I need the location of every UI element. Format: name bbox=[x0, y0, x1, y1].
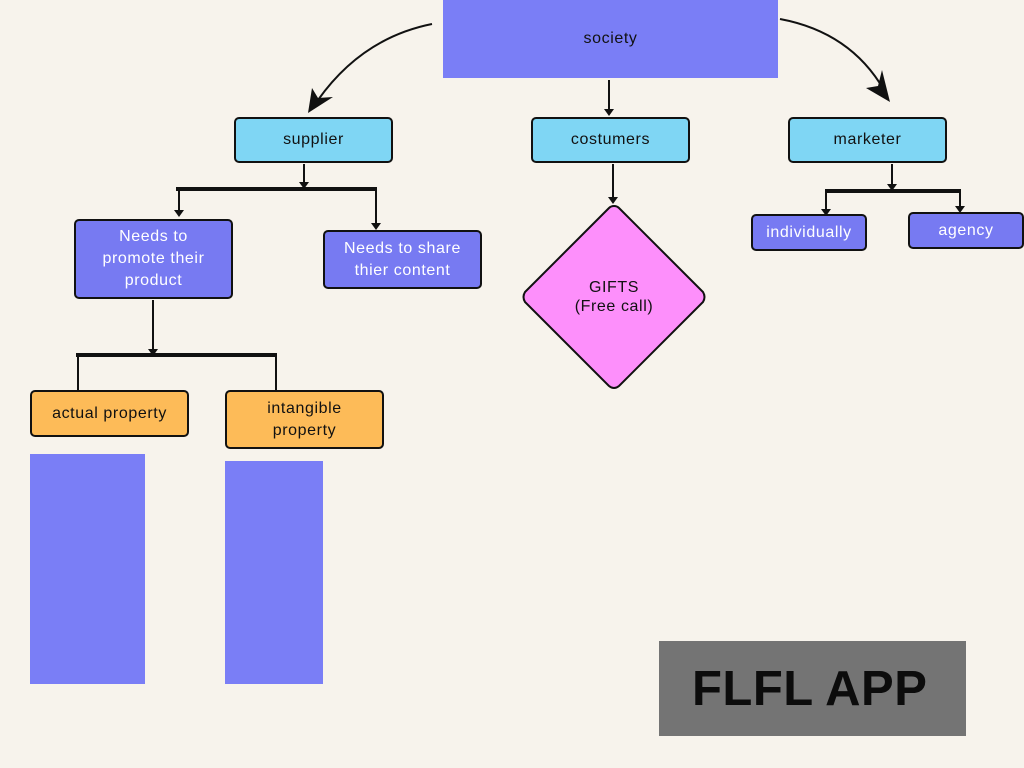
supplier-node: supplier bbox=[234, 117, 393, 163]
arrowhead-promote-stem bbox=[148, 349, 158, 356]
arrowhead-to-promote bbox=[174, 210, 184, 217]
arrowhead-to-individually bbox=[821, 209, 831, 216]
individually-node: individually bbox=[751, 214, 867, 251]
arrowhead-supplier-stem bbox=[299, 182, 309, 189]
arrowhead-marketer-stem bbox=[887, 184, 897, 191]
gifts-decision-node: GIFTS (Free call) bbox=[520, 203, 708, 391]
agency-node: agency bbox=[908, 212, 1024, 249]
costumers-node: costumers bbox=[531, 117, 690, 163]
marketer-label: marketer bbox=[833, 131, 902, 148]
curved-arrow-to-supplier bbox=[317, 23, 433, 101]
arrowhead-to-gifts bbox=[608, 197, 618, 204]
arrowhead-to-marketer bbox=[866, 70, 890, 102]
costumers-label: costumers bbox=[570, 131, 651, 148]
app-name-text: FLFL APP bbox=[692, 662, 928, 716]
supplier-label: supplier bbox=[283, 131, 344, 148]
actual-property-node: actual property bbox=[30, 390, 189, 437]
intangible-property-label: intangible property bbox=[267, 399, 342, 439]
society-node: society bbox=[443, 0, 778, 78]
gifts-label: GIFTS (Free call) bbox=[574, 279, 654, 315]
actual-property-label: actual property bbox=[52, 404, 167, 422]
arrowhead-to-agency bbox=[955, 206, 965, 213]
intangible-property-node: intangible property bbox=[225, 390, 384, 449]
needs-to-promote-node: Needs to promote their product bbox=[74, 219, 233, 299]
needs-to-share-label: Needs to share thier content bbox=[344, 239, 461, 279]
app-name-banner: FLFL APP bbox=[659, 641, 966, 736]
needs-to-promote-label: Needs to promote their product bbox=[102, 228, 205, 289]
arrowhead-to-share bbox=[371, 223, 381, 230]
gifts-diamond-shape bbox=[522, 204, 706, 389]
actual-property-placeholder-block bbox=[30, 454, 145, 684]
needs-to-share-node: Needs to share thier content bbox=[323, 230, 482, 289]
arrowhead-to-supplier bbox=[308, 88, 333, 113]
curved-arrow-to-marketer bbox=[779, 18, 885, 91]
individually-label: individually bbox=[766, 223, 852, 241]
marketer-node: marketer bbox=[788, 117, 947, 163]
intangible-property-placeholder-block bbox=[225, 461, 323, 684]
agency-label: agency bbox=[938, 221, 994, 239]
society-label: society bbox=[583, 30, 638, 47]
arrowhead-to-costumers bbox=[604, 109, 614, 116]
